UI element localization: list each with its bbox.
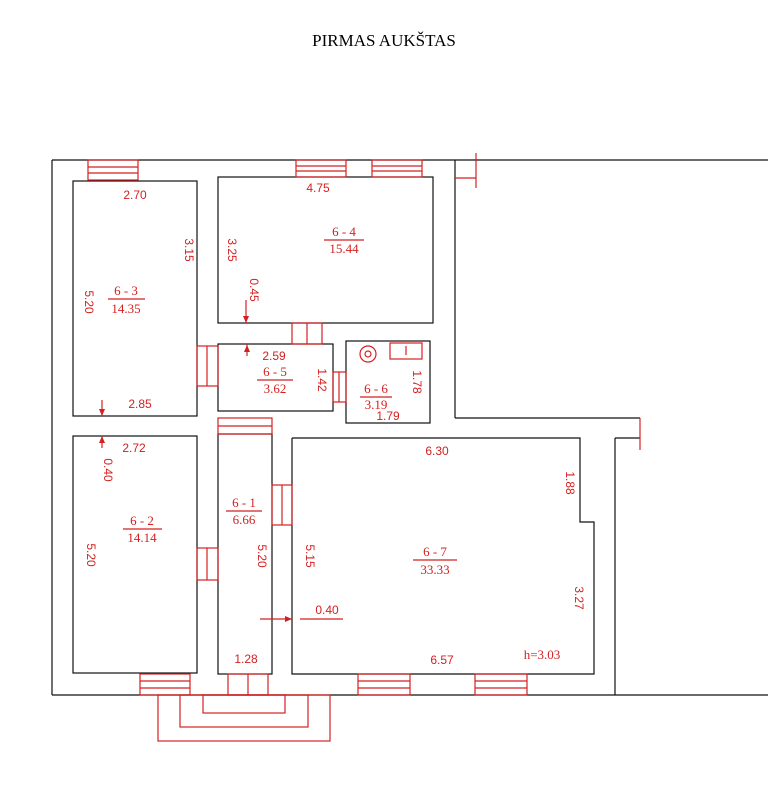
- room-id: 6 - 2: [130, 513, 154, 528]
- room-area: 6.66: [233, 512, 256, 527]
- room-6-7-label: 6 - 7 33.33: [413, 544, 457, 577]
- dim-6-3-bottom: 2.85: [128, 397, 152, 411]
- dimension-arrows: [99, 300, 343, 622]
- dim-6-7-right-lower: 3.27: [572, 586, 586, 610]
- walls: [51, 159, 768, 696]
- room-area: 3.19: [365, 397, 388, 412]
- dim-6-7-wall: 0.40: [315, 603, 339, 617]
- room-id: 6 - 7: [423, 544, 447, 559]
- dim-6-2-offset: 0.40: [101, 458, 115, 482]
- dim-6-4-offset: 0.45: [247, 278, 261, 302]
- room-6-2-label: 6 - 2 14.14: [123, 513, 162, 545]
- dim-6-7-bottom: 6.57: [430, 653, 454, 667]
- ceiling-height: h=3.03: [524, 647, 561, 662]
- room-6-1-label: 6 - 1 6.66: [226, 495, 262, 527]
- room-area: 33.33: [420, 562, 449, 577]
- room-area: 15.44: [329, 241, 359, 256]
- dim-6-3-right: 3.15: [182, 238, 196, 262]
- plan-title: PIRMAS AUKŠTAS: [312, 31, 456, 50]
- dim-6-3-top: 2.70: [123, 188, 147, 202]
- dim-6-1-right: 5.20: [255, 544, 269, 568]
- dim-6-6-right: 1.78: [410, 370, 424, 394]
- dim-6-3-left: 5.20: [82, 290, 96, 314]
- openings: [87, 153, 641, 742]
- room-area: 3.62: [264, 381, 287, 396]
- dim-6-2-left: 5.20: [84, 543, 98, 567]
- room-id: 6 - 3: [114, 283, 138, 298]
- room-6-5-label: 6 - 5 3.62: [257, 364, 293, 396]
- room-6-3-label: 6 - 3 14.35: [108, 283, 145, 316]
- dim-6-5-right: 1.42: [315, 368, 329, 392]
- dim-6-1-bottom: 1.28: [234, 652, 258, 666]
- dim-6-4-top: 4.75: [306, 181, 330, 195]
- room-6-6-label: 6 - 6 3.19: [360, 381, 392, 412]
- dim-6-2-top: 2.72: [122, 441, 146, 455]
- dim-6-7-left: 5.15: [303, 544, 317, 568]
- dim-6-6-bottom: 1.79: [376, 409, 400, 423]
- dim-6-4-left: 3.25: [225, 238, 239, 262]
- room-id: 6 - 5: [263, 364, 287, 379]
- room-id: 6 - 6: [364, 381, 388, 396]
- room-id: 6 - 1: [232, 495, 256, 510]
- room-area: 14.35: [111, 301, 140, 316]
- dim-6-5-top: 2.59: [262, 349, 286, 363]
- dim-6-7-top: 6.30: [425, 444, 449, 458]
- dim-6-7-right-upper: 1.88: [563, 471, 577, 495]
- dimension-labels: 2.70 3.15 5.20 2.85 4.75 3.25 0.45 2.59 …: [82, 181, 586, 667]
- room-area: 14.14: [127, 530, 157, 545]
- room-id: 6 - 4: [332, 224, 356, 239]
- room-6-4-label: 6 - 4 15.44: [324, 224, 364, 256]
